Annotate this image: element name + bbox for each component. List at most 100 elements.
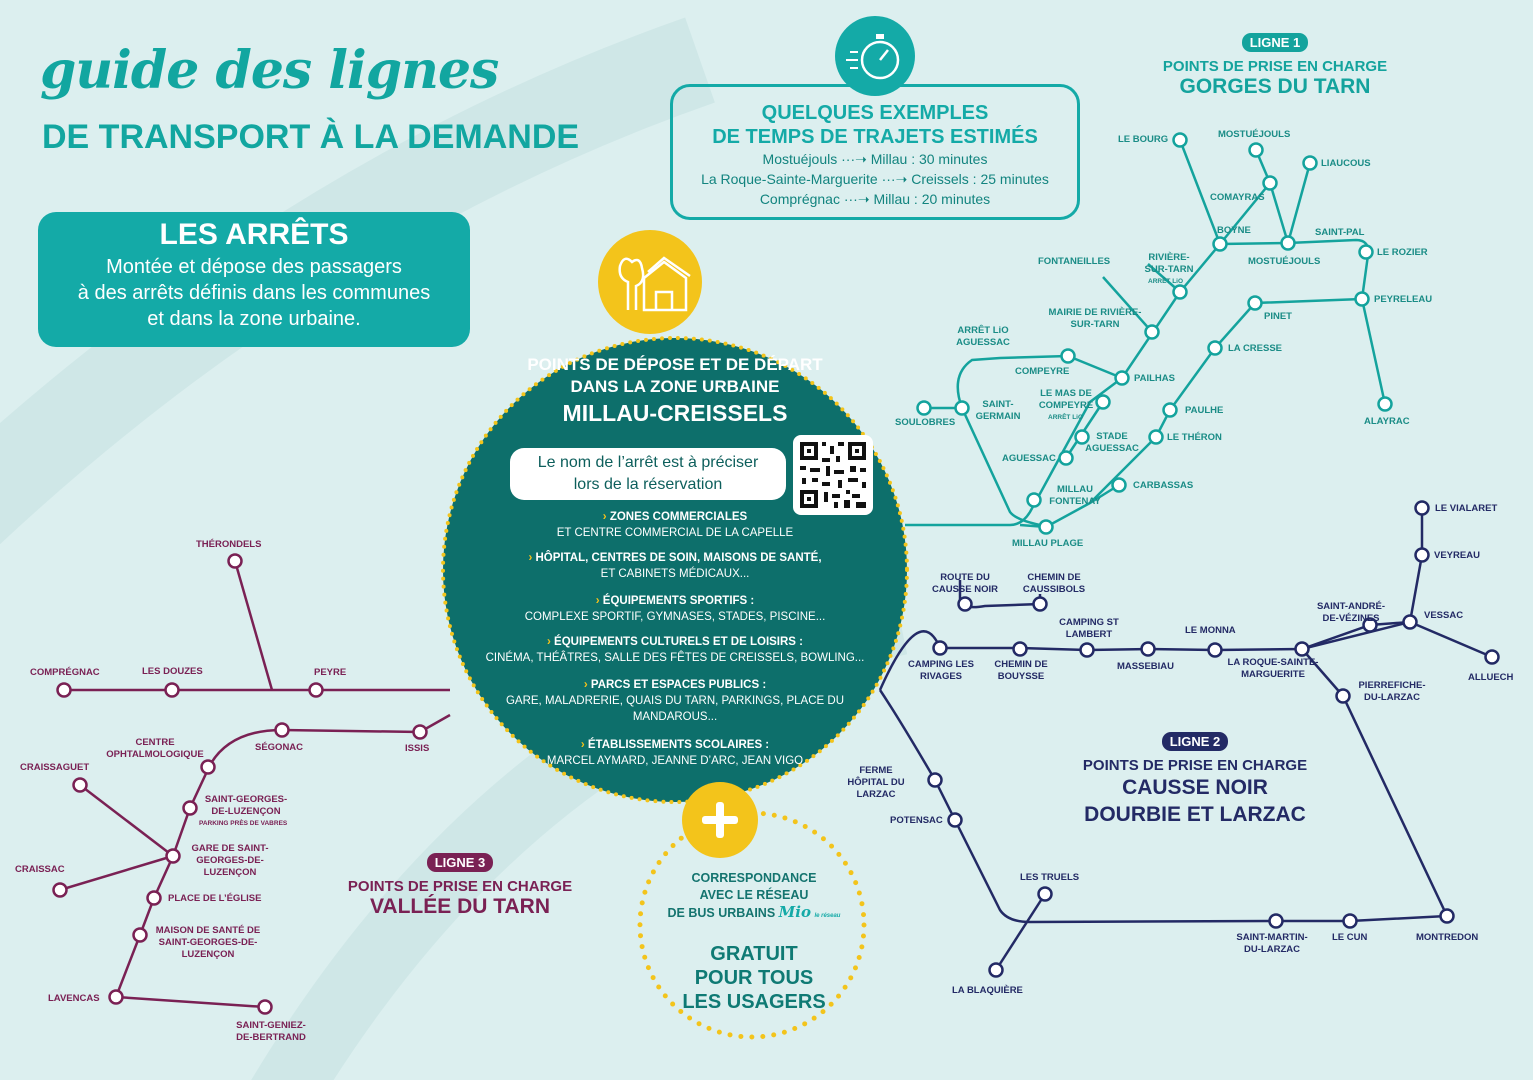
correspondance-text: CORRESPONDANCE AVEC LE RÉSEAU DE BUS URB… [664, 870, 844, 925]
page-title: DE TRANSPORT À LA DEMANDE [42, 118, 580, 156]
stopwatch-icon [835, 16, 915, 96]
stops-line: et dans la zone urbaine. [147, 308, 361, 330]
station-label: LES DOUZES [142, 666, 203, 677]
station-label: RIVIÈRE-SUR-TARN [1144, 252, 1194, 275]
station-label: CHEMIN DE CAUSSIBOLS [1022, 572, 1086, 595]
station-label: THÉRONDELS [196, 539, 262, 550]
station-label: COMPEYRE [1015, 366, 1070, 377]
station-label: MOSTUÉJOULS [1218, 129, 1291, 140]
station-label: ISSIS [405, 743, 430, 754]
travel-to: Millau : 20 minutes [873, 191, 991, 207]
station-label: FERME HÔPITAL DU LARZAC [847, 765, 905, 800]
category-body: COMPLEXE SPORTIF, GYMNASES, STADES, PISC… [524, 611, 826, 623]
station-label: SÉGONAC [255, 742, 304, 753]
station-label: LE MONNA [1185, 625, 1236, 636]
station-label: COMPRÉGNAC [30, 667, 100, 678]
station-label: VEYREAU [1434, 550, 1480, 561]
line1-route [905, 139, 1387, 529]
travel-times-title-1: QUELQUES EXEMPLES [761, 102, 989, 124]
line3-name: VALLÉE DU TARN [369, 895, 551, 918]
free-line-1: GRATUIT [710, 943, 798, 965]
station-label: PEYRE [314, 667, 347, 678]
line3-badge: LIGNE 3 [426, 853, 494, 872]
line2-name-2: DOURBIE ET LARZAC [1084, 803, 1306, 826]
line2-header: LIGNE 2 POINTS DE PRISE EN CHARGE CAUSSE… [1040, 732, 1350, 828]
urban-zone-title-2: DANS LA ZONE URBAINE [570, 377, 780, 396]
station-label: ROUTE DU CAUSSE NOIR [932, 572, 998, 595]
station-label: FONTANEILLES [1038, 256, 1111, 267]
station-label: CRAISSAC [15, 864, 65, 875]
station-label: ARRÊT LiO [1148, 278, 1184, 285]
station-label: STADE AGUESSAC [1085, 431, 1139, 454]
corr-line-1: CORRESPONDANCE [691, 871, 817, 885]
travel-time-row: Mostuéjouls ···➝ Millau : 30 minutes [762, 151, 988, 167]
station-label: LE CUN [1332, 932, 1368, 943]
station-label: COMAYRAS [1210, 192, 1265, 203]
station-label: PAILHAS [1134, 373, 1175, 384]
zone-category: › ÉQUIPEMENTS CULTURELS ET DE LOISIRS :C… [485, 636, 865, 664]
station-label: LE BOURG [1118, 134, 1169, 145]
station-label: AGUESSAC [1002, 453, 1056, 464]
station-label: MILLAU FONTENAY [1049, 484, 1101, 507]
travel-time-row: Comprégnac ···➝ Millau : 20 minutes [759, 191, 991, 207]
line1-stops [916, 132, 1393, 535]
line3-subtitle: POINTS DE PRISE EN CHARGE [347, 878, 573, 895]
category-body: MARCEL AYMARD, JEANNE D’ARC, JEAN VIGO [546, 755, 804, 767]
free-line-2: POUR TOUS [694, 967, 814, 989]
station-label: PIERREFICHE-DU-LARZAC [1358, 680, 1426, 703]
station-label: SAINT-GERMAIN [975, 399, 1021, 422]
category-body: GARE, MALADRERIE, QUAIS DU TARN, PARKING… [505, 695, 845, 723]
station-label: MILLAU PLAGE [1012, 538, 1084, 549]
station-label: VESSAC [1424, 610, 1464, 621]
category-head: ÉQUIPEMENTS CULTURELS ET DE LOISIRS : [554, 636, 803, 648]
mio-logo-sub: le réseau [814, 913, 841, 919]
urban-zone-name: MILLAU-CREISSELS [562, 400, 788, 426]
travel-from: Comprégnac [759, 191, 840, 207]
station-label: SAINT-PAL [1315, 227, 1365, 238]
station-label: LAVENCAS [48, 993, 100, 1004]
urban-zone-subtitle: POINTS DE DÉPOSE ET DE DÉPART DANS LA ZON… [445, 354, 905, 398]
station-label: ARRÊT LiO [1048, 414, 1084, 421]
stops-info-box: LES ARRÊTS Montée et dépose des passager… [38, 212, 470, 347]
zone-category: › PARCS ET ESPACES PUBLICS :GARE, MALADR… [505, 679, 845, 723]
line2-badge: LIGNE 2 [1161, 732, 1229, 751]
line1-name: GORGES DU TARN [1179, 75, 1371, 98]
station-label: LE ROZIER [1377, 247, 1428, 258]
notice-line-1: Le nom de l’arrêt est à préciser [537, 454, 759, 471]
station-label: SAINT-GENIEZ-DE-BERTRAND [236, 1020, 306, 1043]
station-label: LE VIALARET [1435, 503, 1498, 514]
urban-zone-title-1: POINTS DE DÉPOSE ET DE DÉPART [527, 355, 823, 374]
stops-line: Montée et dépose des passagers [106, 256, 402, 278]
category-head: HÔPITAL, CENTRES DE SOIN, MAISONS DE SAN… [535, 552, 822, 564]
station-label: MOSTUÉJOULS [1248, 256, 1321, 267]
station-label: MASSEBIAU [1117, 661, 1175, 672]
station-label: PEYRELEAU [1374, 294, 1433, 305]
station-label: LA BLAQUIÈRE [952, 985, 1023, 996]
travel-times-title-2: DE TEMPS DE TRAJETS ESTIMÉS [712, 126, 1038, 148]
station-label: POTENSAC [890, 815, 943, 826]
travel-from: Mostuéjouls [762, 151, 838, 167]
category-head: PARCS ET ESPACES PUBLICS : [590, 679, 767, 691]
station-label: CAMPING ST LAMBERT [1059, 617, 1119, 640]
buildings-icon [598, 230, 702, 334]
corr-line-2: AVEC LE RÉSEAU [699, 888, 809, 902]
line2-subtitle: POINTS DE PRISE EN CHARGE [1082, 757, 1308, 774]
station-label: ALAYRAC [1364, 416, 1410, 427]
station-label: PINET [1264, 311, 1292, 322]
station-label: MAISON DE SANTÉ DE SAINT-GEORGES-DE-LUZE… [155, 925, 261, 960]
station-label: LES TRUELS [1020, 872, 1080, 883]
urban-zone-header: POINTS DE DÉPOSE ET DE DÉPART DANS LA ZON… [445, 340, 905, 427]
travel-time-row: La Roque-Sainte-Marguerite ···➝ Creissel… [701, 171, 1049, 187]
station-label: GARE DE SAINT-GEORGES-DE-LUZENÇON [191, 843, 269, 878]
station-label: PLACE DE L’ÉGLISE [168, 893, 262, 904]
corr-line-3: DE BUS URBAINS [667, 906, 776, 920]
category-body: ET CABINETS MÉDICAUX... [600, 568, 750, 580]
travel-from: La Roque-Sainte-Marguerite [701, 171, 878, 187]
notice-line-2: lors de la réservation [573, 476, 723, 493]
category-body: ET CENTRE COMMERCIAL DE LA CAPELLE [556, 527, 794, 539]
station-label: LE MAS DE COMPEYRE [1038, 388, 1094, 411]
station-label: CAMPING LES RIVAGES [908, 659, 974, 682]
station-label: CRAISSAGUET [20, 762, 90, 773]
